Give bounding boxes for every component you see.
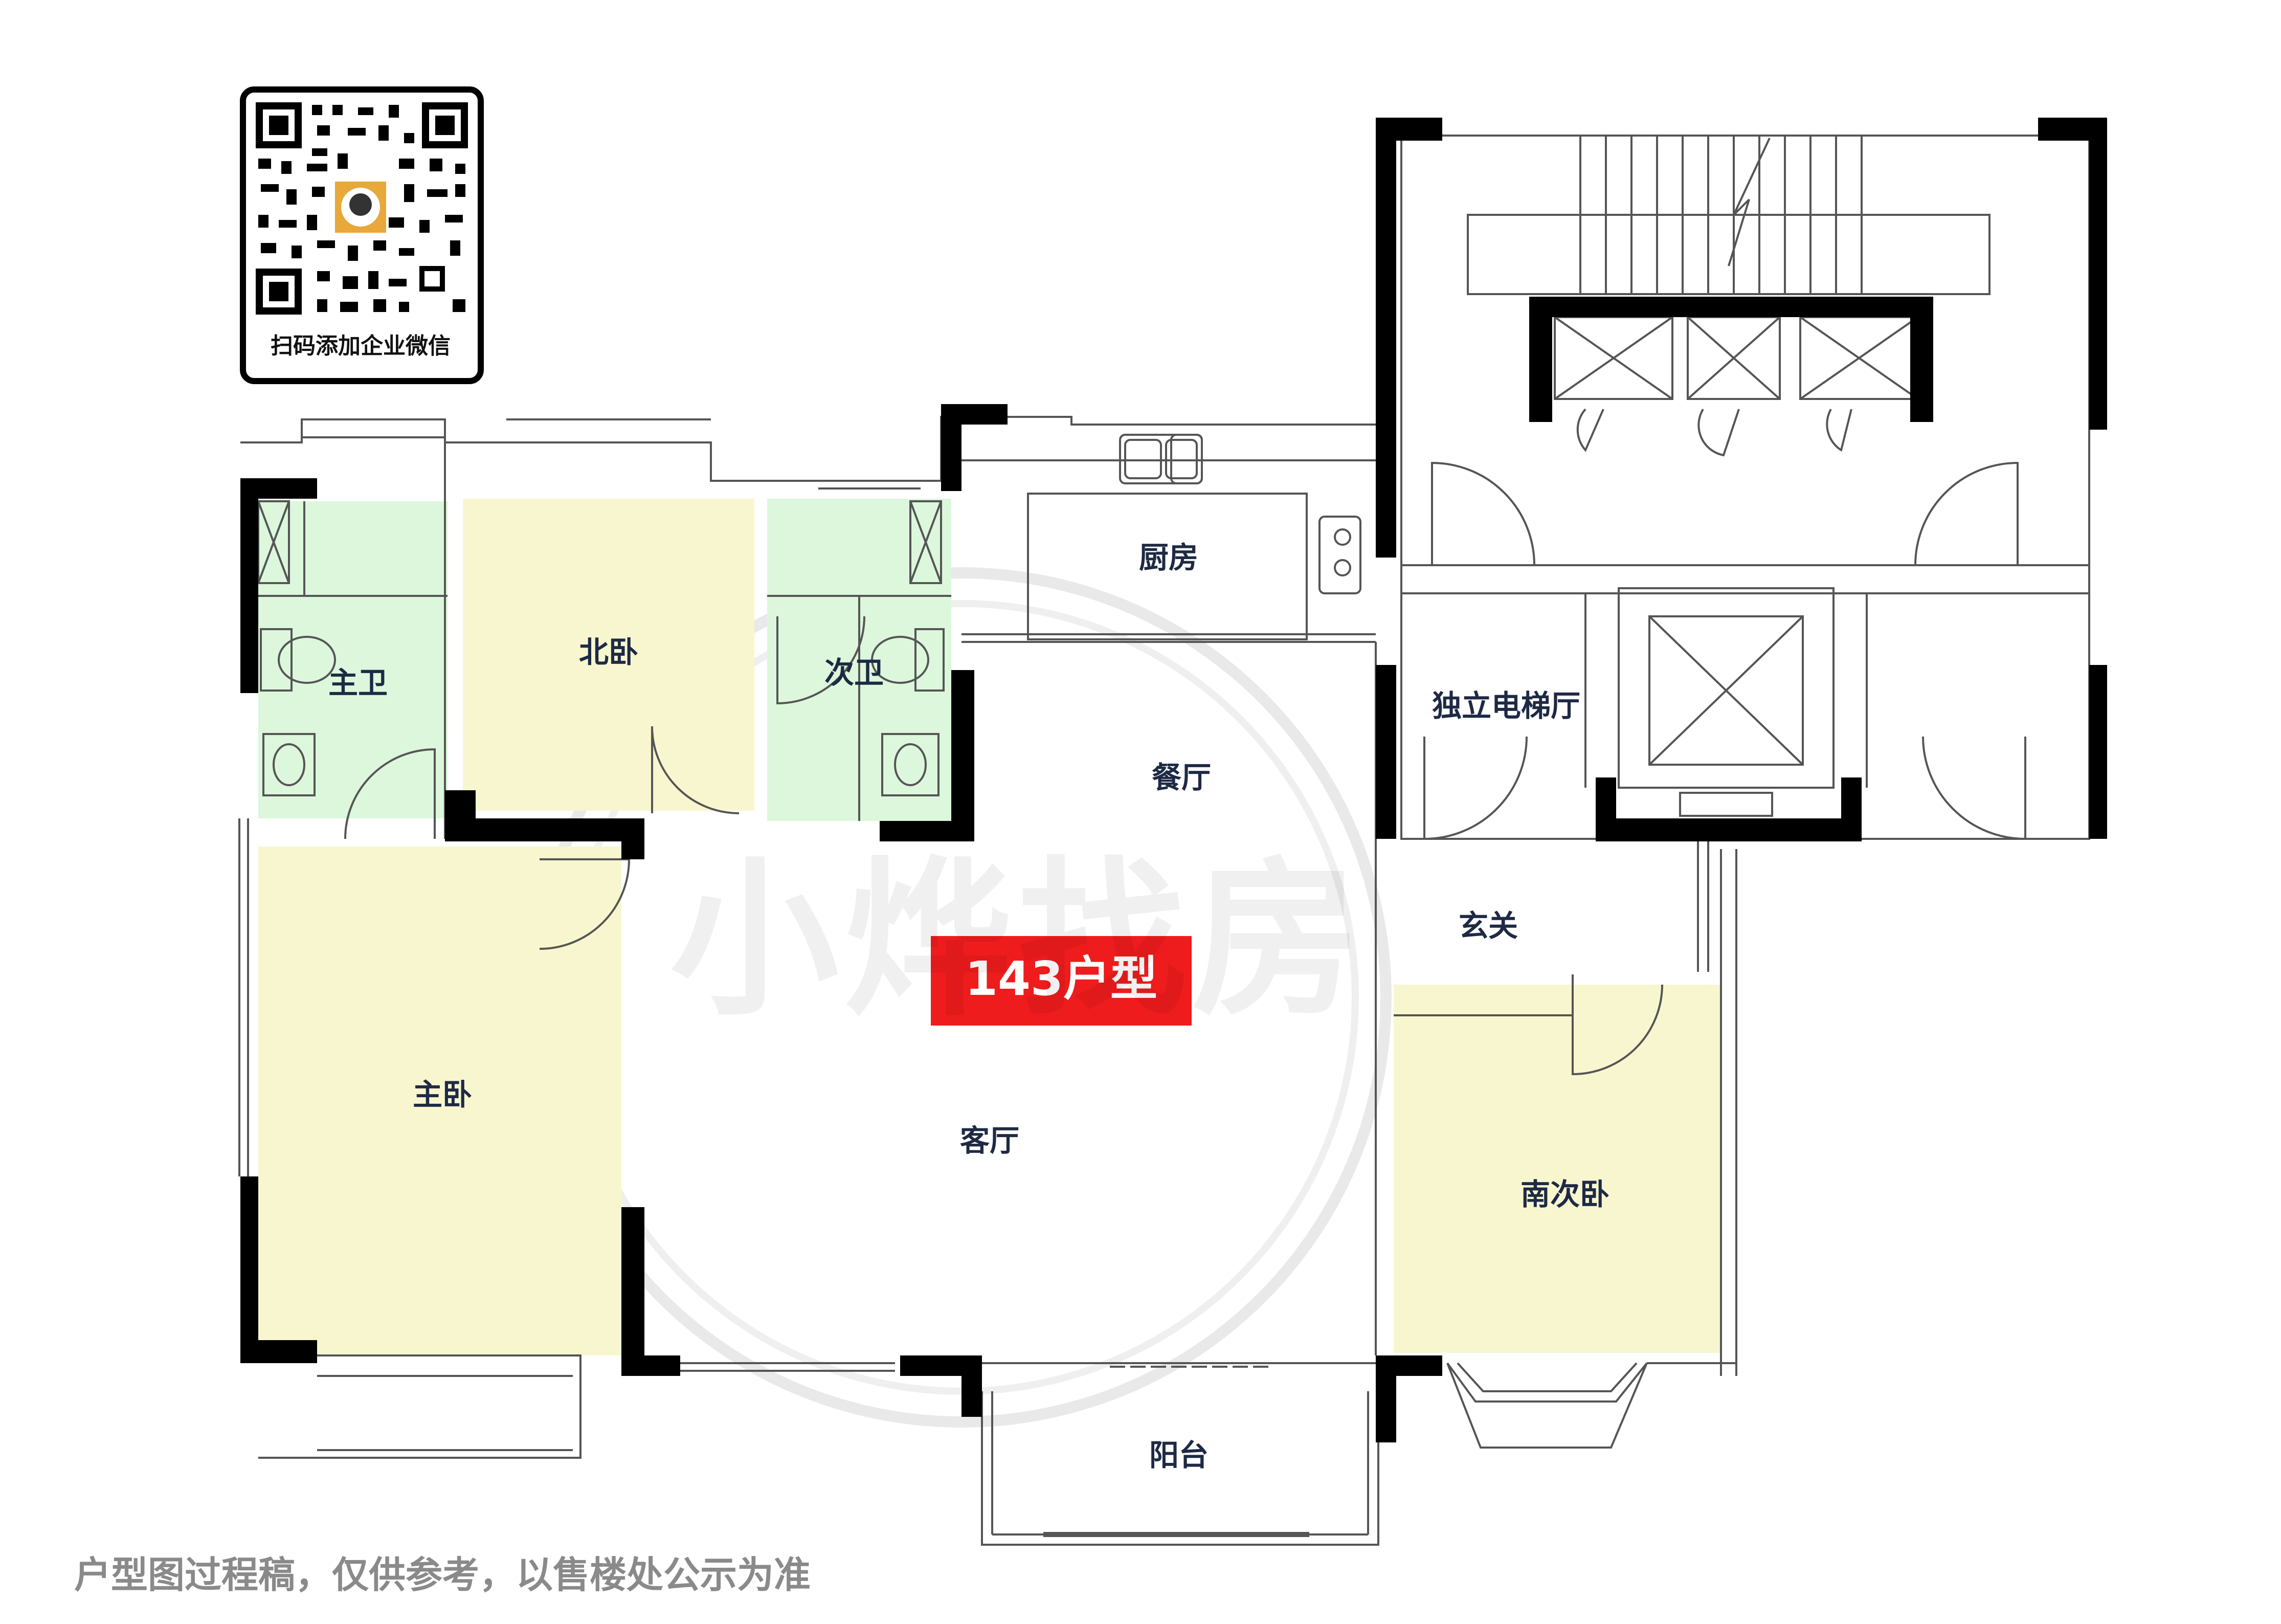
kitchen-sink: [1124, 439, 1351, 576]
label-master-bedroom: 主卧: [413, 1077, 472, 1112]
thin-lines: [238, 135, 2090, 1546]
label-living: 客厅: [960, 1123, 1019, 1158]
label-master-bath: 主卫: [328, 665, 388, 700]
label-dining: 餐厅: [1152, 760, 1211, 795]
qr-code-pattern: [256, 102, 468, 315]
label-south-bedroom: 南次卧: [1520, 1177, 1609, 1212]
label-elevator-hall: 独立电梯厅: [1432, 688, 1580, 723]
master-bath-fill: [258, 501, 448, 818]
qr-caption: 扫码添加企业微信: [271, 333, 451, 359]
disclaimer-text: 户型图过程稿，仅供参考，以售楼处公示为准: [74, 1553, 811, 1596]
label-kitchen: 厨房: [1139, 540, 1198, 575]
watermark-text: 小烨找房: [670, 842, 1366, 1038]
label-second-bath: 次卫: [824, 655, 884, 690]
north-bedroom-fill: [463, 499, 754, 811]
master-bedroom-fill: [258, 847, 621, 1355]
thick-walls: [240, 118, 2107, 1442]
type-badge-label: 143户型: [965, 951, 1157, 1006]
label-north-bedroom: 北卧: [579, 635, 638, 670]
label-foyer: 玄关: [1459, 908, 1518, 943]
bath-fixtures: [257, 500, 945, 796]
room-labels: 主卫 北卧 次卫 厨房 独立电梯厅 餐厅 玄关 主卧 客厅 南次卧 阳台 143…: [328, 540, 1609, 1473]
label-balcony: 阳台: [1149, 1438, 1209, 1473]
qr-card: [240, 86, 484, 384]
door-swings: [344, 408, 2026, 1076]
type-badge: [931, 936, 1192, 1026]
south-bedroom-fill: [1394, 985, 1721, 1353]
